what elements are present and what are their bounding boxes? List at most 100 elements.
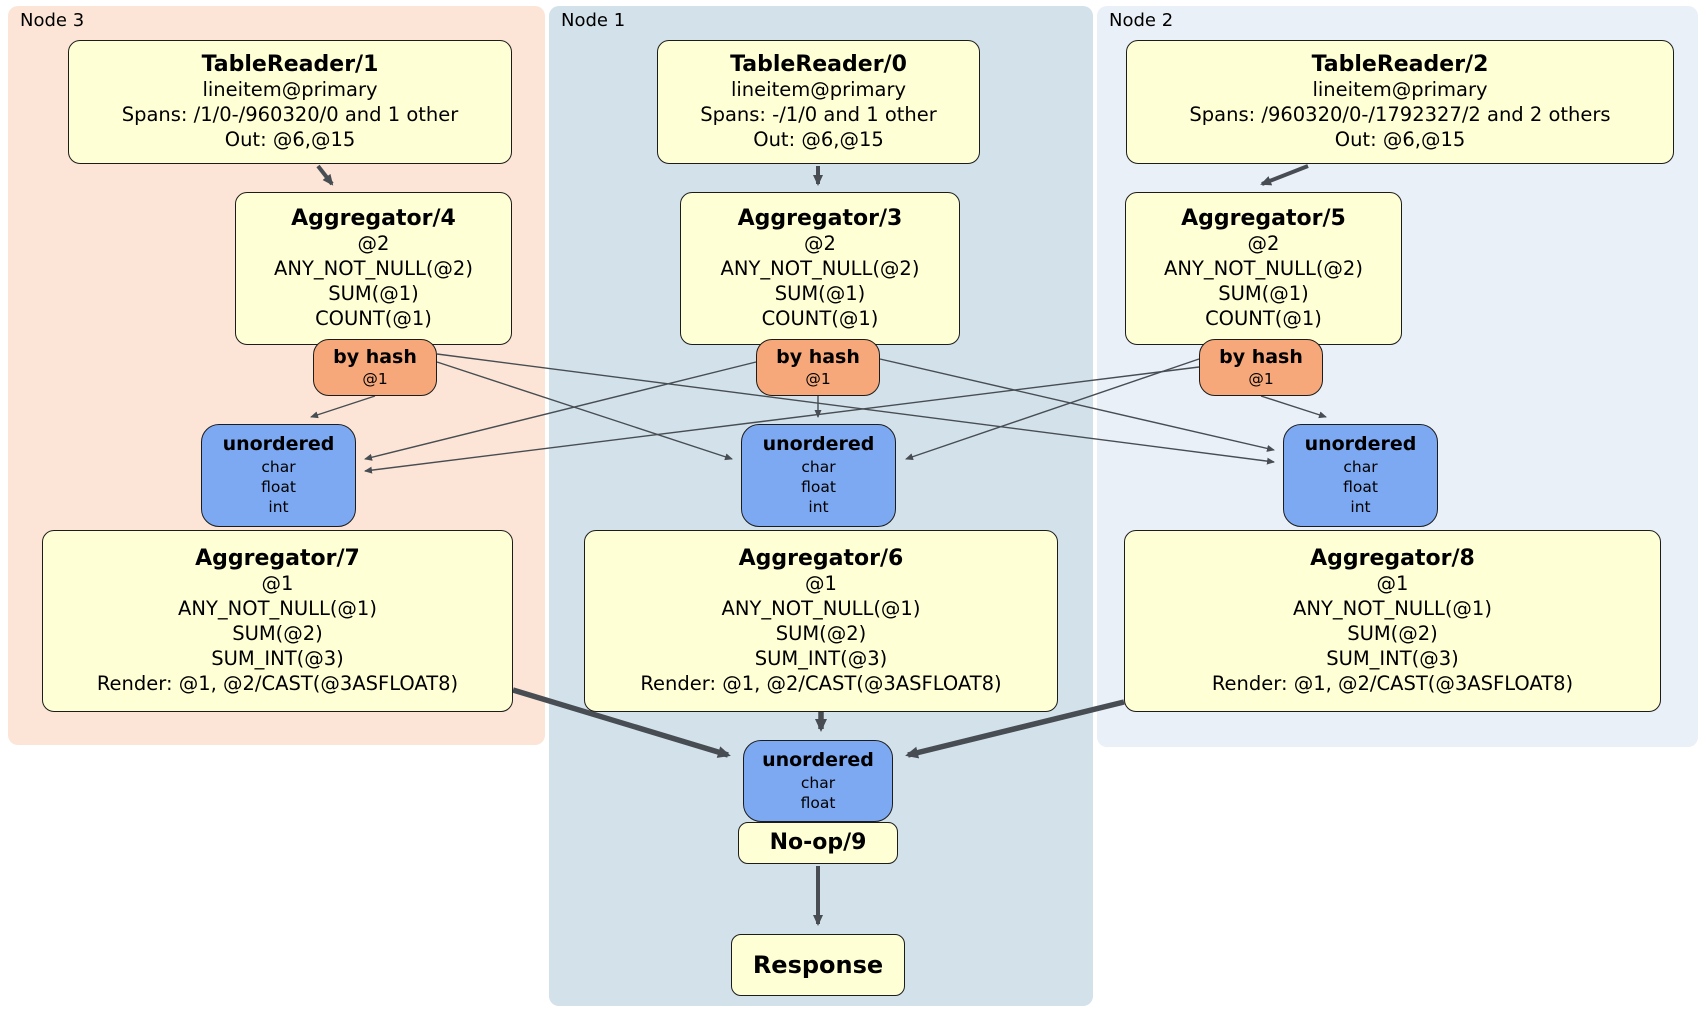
processor-title: Aggregator/5 xyxy=(1181,205,1346,231)
edge-hash1-sync2 xyxy=(879,358,1275,452)
sync-detail: char xyxy=(261,458,296,477)
table-reader-box: TableReader/2 lineitem@primary Spans: /9… xyxy=(1126,40,1674,164)
hash-router-box: by hash @1 xyxy=(1199,339,1323,396)
processor-detail: Out: @6,@15 xyxy=(753,128,884,152)
processor-detail: SUM_INT(@3) xyxy=(1326,647,1459,671)
processor-detail: ANY_NOT_NULL(@2) xyxy=(274,257,473,281)
router-detail: @1 xyxy=(362,370,388,389)
processor-title: Aggregator/6 xyxy=(738,545,904,571)
sync-title: unordered xyxy=(762,433,875,456)
hash-router-box: by hash @1 xyxy=(313,339,437,396)
processor-detail: @1 xyxy=(1376,572,1409,596)
response-box: Response xyxy=(731,934,905,996)
processor-detail: SUM(@1) xyxy=(328,282,419,306)
processor-detail: lineitem@primary xyxy=(202,78,378,102)
edge-hash2-sync1 xyxy=(905,358,1200,461)
processor-detail: Out: @6,@15 xyxy=(1334,128,1466,152)
sync-detail: int xyxy=(808,498,829,517)
sync-detail: float xyxy=(261,478,296,497)
processor-detail: SUM(@2) xyxy=(775,622,867,646)
processor-detail: ANY_NOT_NULL(@2) xyxy=(1164,257,1363,281)
sync-title: unordered xyxy=(762,748,874,771)
router-title: by hash xyxy=(1219,346,1303,369)
processor-title: No-op/9 xyxy=(769,830,867,856)
processor-detail: Spans: /960320/0-/1792327/2 and 2 others xyxy=(1189,103,1611,127)
sync-detail: char xyxy=(1343,458,1378,477)
sync-detail: char xyxy=(801,458,836,477)
processor-detail: COUNT(@1) xyxy=(1205,307,1322,331)
router-detail: @1 xyxy=(1248,370,1274,389)
processor-detail: COUNT(@1) xyxy=(761,307,879,331)
edge-agg8-finalsync xyxy=(905,699,1125,759)
edge-hash2-sync3 xyxy=(364,366,1200,474)
processor-detail: Render: @1, @2/CAST(@3ASFLOAT8) xyxy=(1211,672,1574,696)
edge-tr2-agg5 xyxy=(1260,164,1309,186)
processor-title: Aggregator/7 xyxy=(195,545,360,571)
sync-title: unordered xyxy=(1304,433,1417,456)
processor-detail: SUM_INT(@3) xyxy=(211,647,344,671)
processor-title: Aggregator/3 xyxy=(737,205,903,231)
processor-title: Aggregator/4 xyxy=(291,205,456,231)
processor-detail: ANY_NOT_NULL(@1) xyxy=(721,597,921,621)
sync-detail: int xyxy=(268,498,289,517)
processor-detail: SUM_INT(@3) xyxy=(754,647,888,671)
sync-detail: char xyxy=(800,773,836,792)
processor-detail: SUM(@2) xyxy=(232,622,323,646)
processor-detail: Out: @6,@15 xyxy=(224,128,356,152)
aggregator-box: Aggregator/5 @2 ANY_NOT_NULL(@2) SUM(@1)… xyxy=(1125,192,1402,345)
node1-label: Node 1 xyxy=(561,10,626,31)
sync-detail: int xyxy=(1350,498,1371,517)
processor-detail: Render: @1, @2/CAST(@3ASFLOAT8) xyxy=(640,672,1002,696)
processor-title: TableReader/2 xyxy=(1311,51,1489,77)
processor-detail: @1 xyxy=(261,572,294,596)
processor-title: TableReader/0 xyxy=(730,51,907,77)
unordered-sync-box: unordered char float int xyxy=(741,424,896,527)
edge-hash1-sync3 xyxy=(364,361,757,461)
sync-detail: float xyxy=(801,478,836,497)
sync-title: unordered xyxy=(222,433,335,456)
processor-detail: @2 xyxy=(1247,232,1280,256)
processor-detail: COUNT(@1) xyxy=(315,307,432,331)
processor-detail: @2 xyxy=(357,232,390,256)
edge-hash2-sync2 xyxy=(1260,395,1327,419)
processor-detail: SUM(@1) xyxy=(774,282,866,306)
processor-detail: lineitem@primary xyxy=(730,78,907,102)
processor-detail: SUM(@1) xyxy=(1218,282,1309,306)
aggregator-box: Aggregator/3 @2 ANY_NOT_NULL(@2) SUM(@1)… xyxy=(680,192,960,345)
processor-title: Response xyxy=(752,951,884,979)
node3-label: Node 3 xyxy=(20,10,85,31)
aggregator-box: Aggregator/8 @1 ANY_NOT_NULL(@1) SUM(@2)… xyxy=(1124,530,1661,712)
processor-title: TableReader/1 xyxy=(201,51,379,77)
router-title: by hash xyxy=(333,346,417,369)
final-unordered-sync-box: unordered char float xyxy=(743,740,893,822)
aggregator-box: Aggregator/6 @1 ANY_NOT_NULL(@1) SUM(@2)… xyxy=(584,530,1058,712)
aggregator-box: Aggregator/4 @2 ANY_NOT_NULL(@2) SUM(@1)… xyxy=(235,192,512,345)
edge-tr1-agg4 xyxy=(316,164,334,186)
processor-detail: @2 xyxy=(804,232,836,256)
router-detail: @1 xyxy=(805,370,831,389)
hash-router-box: by hash @1 xyxy=(756,339,880,396)
edge-agg7-finalsync xyxy=(512,687,731,758)
router-title: by hash xyxy=(776,346,860,369)
noop-box: No-op/9 xyxy=(738,822,898,864)
node2-label: Node 2 xyxy=(1109,10,1174,31)
processor-detail: ANY_NOT_NULL(@1) xyxy=(178,597,377,621)
aggregator-box: Aggregator/7 @1 ANY_NOT_NULL(@1) SUM(@2)… xyxy=(42,530,513,712)
processor-title: Aggregator/8 xyxy=(1310,545,1475,571)
edge-hash3-sync2 xyxy=(436,353,1275,465)
unordered-sync-box: unordered char float int xyxy=(1283,424,1438,527)
processor-detail: ANY_NOT_NULL(@2) xyxy=(720,257,920,281)
edge-hash3-sync1 xyxy=(436,361,733,461)
processor-detail: ANY_NOT_NULL(@1) xyxy=(1293,597,1492,621)
table-reader-box: TableReader/0 lineitem@primary Spans: -/… xyxy=(657,40,980,164)
sync-detail: float xyxy=(800,793,836,812)
processor-detail: @1 xyxy=(805,572,837,596)
processor-detail: Render: @1, @2/CAST(@3ASFLOAT8) xyxy=(96,672,459,696)
edge-hash3-sync3 xyxy=(310,395,376,419)
unordered-sync-box: unordered char float int xyxy=(201,424,356,527)
processor-detail: SUM(@2) xyxy=(1347,622,1438,646)
sync-detail: float xyxy=(1343,478,1378,497)
processor-detail: Spans: -/1/0 and 1 other xyxy=(700,103,937,127)
